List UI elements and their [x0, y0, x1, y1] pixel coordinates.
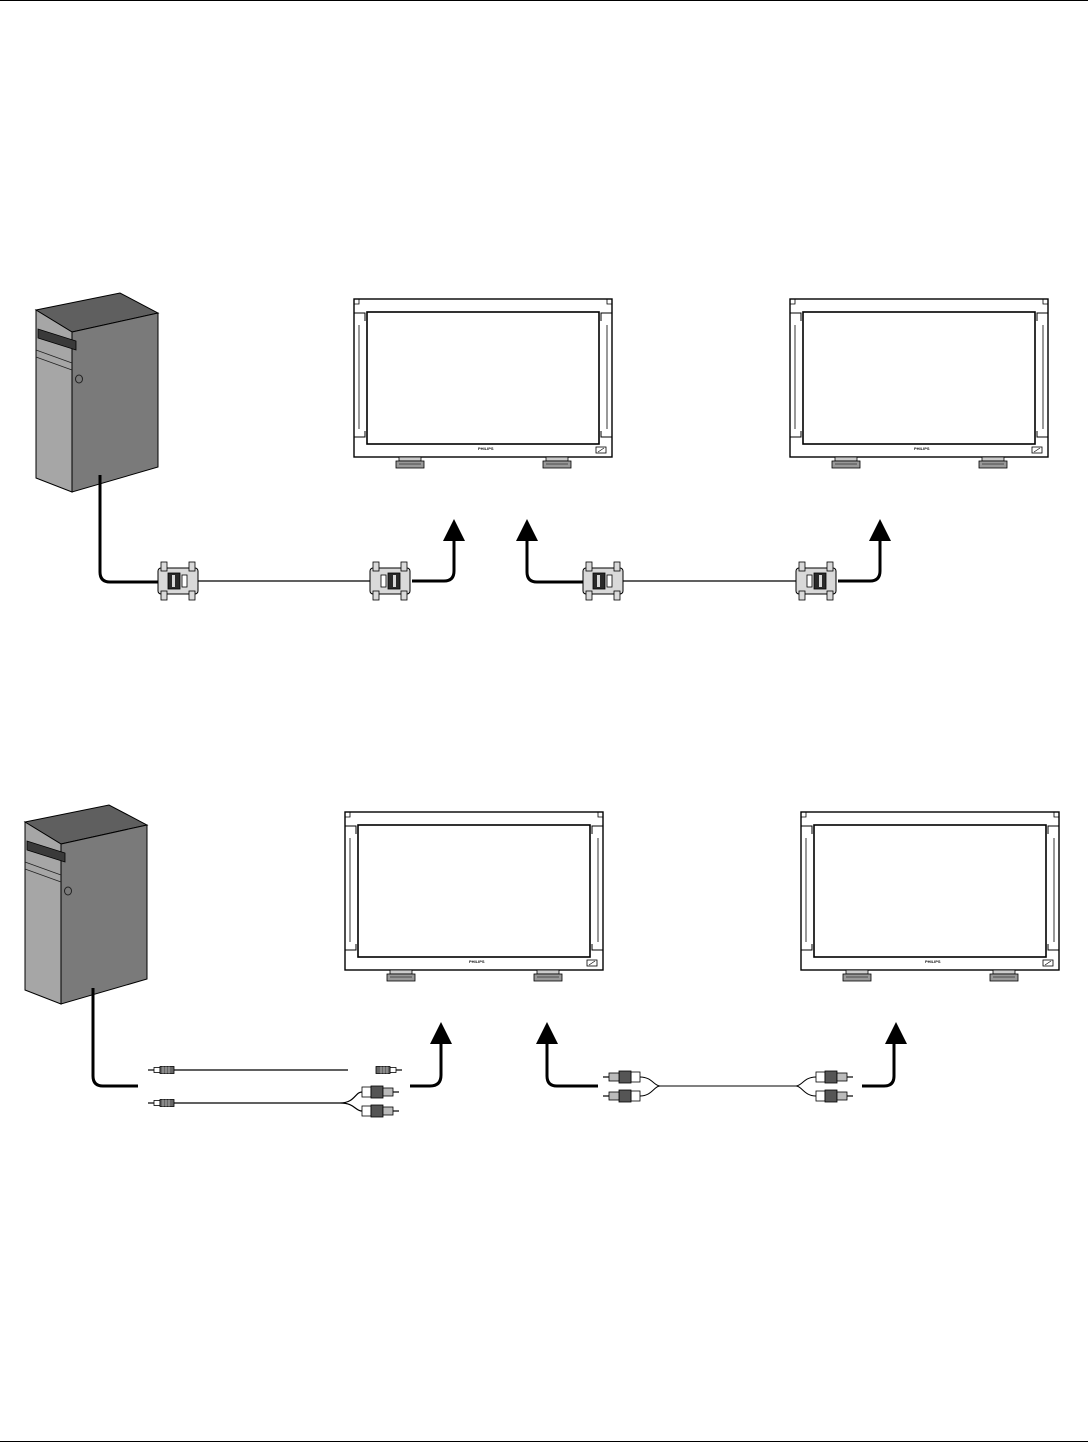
vga-connector — [796, 562, 836, 600]
audio-y-cable — [174, 1092, 362, 1111]
display-row1-right: PHILIPS — [790, 299, 1048, 468]
display-row1-left: PHILIPS — [354, 299, 612, 468]
vga-connector — [583, 562, 623, 600]
cable-to-display — [838, 537, 880, 581]
cable-pc-row1 — [100, 475, 160, 582]
rca-plug — [362, 1105, 399, 1117]
display-brand: PHILIPS — [925, 959, 941, 964]
rca-cable — [640, 1077, 816, 1096]
arrow-up-icon — [443, 519, 465, 541]
pc-row1 — [36, 293, 158, 492]
cable-to-display — [862, 1040, 894, 1086]
cable-from-display — [547, 1040, 598, 1086]
cable-to-display — [412, 537, 454, 581]
display-brand: PHILIPS — [478, 446, 494, 451]
rca-plug — [603, 1071, 640, 1083]
row2: PHILIPS PHILIPS — [25, 805, 1059, 1117]
rca-plug — [816, 1071, 853, 1083]
rca-plug — [362, 1086, 399, 1098]
stereo-mini-plug — [148, 1100, 174, 1107]
arrow-up-icon — [869, 519, 891, 541]
rca-plug — [603, 1090, 640, 1102]
display-brand: PHILIPS — [469, 959, 485, 964]
cable-pc-row2 — [93, 988, 138, 1086]
arrow-up-icon — [430, 1022, 452, 1044]
cable-to-display — [410, 1040, 441, 1086]
display-row2-right: PHILIPS — [801, 812, 1059, 981]
row1: PHILIPS PHILIPS — [36, 293, 1048, 600]
vga-connector — [370, 562, 410, 600]
vga-connector — [158, 562, 198, 600]
display-brand: PHILIPS — [914, 446, 930, 451]
rca-plug — [816, 1090, 853, 1102]
arrow-up-icon — [885, 1022, 907, 1044]
display-row2-left: PHILIPS — [345, 812, 603, 981]
stereo-mini-plug — [376, 1067, 402, 1074]
stereo-mini-plug — [148, 1067, 174, 1074]
cable-from-display — [527, 537, 585, 582]
pc-row2 — [25, 805, 147, 1004]
